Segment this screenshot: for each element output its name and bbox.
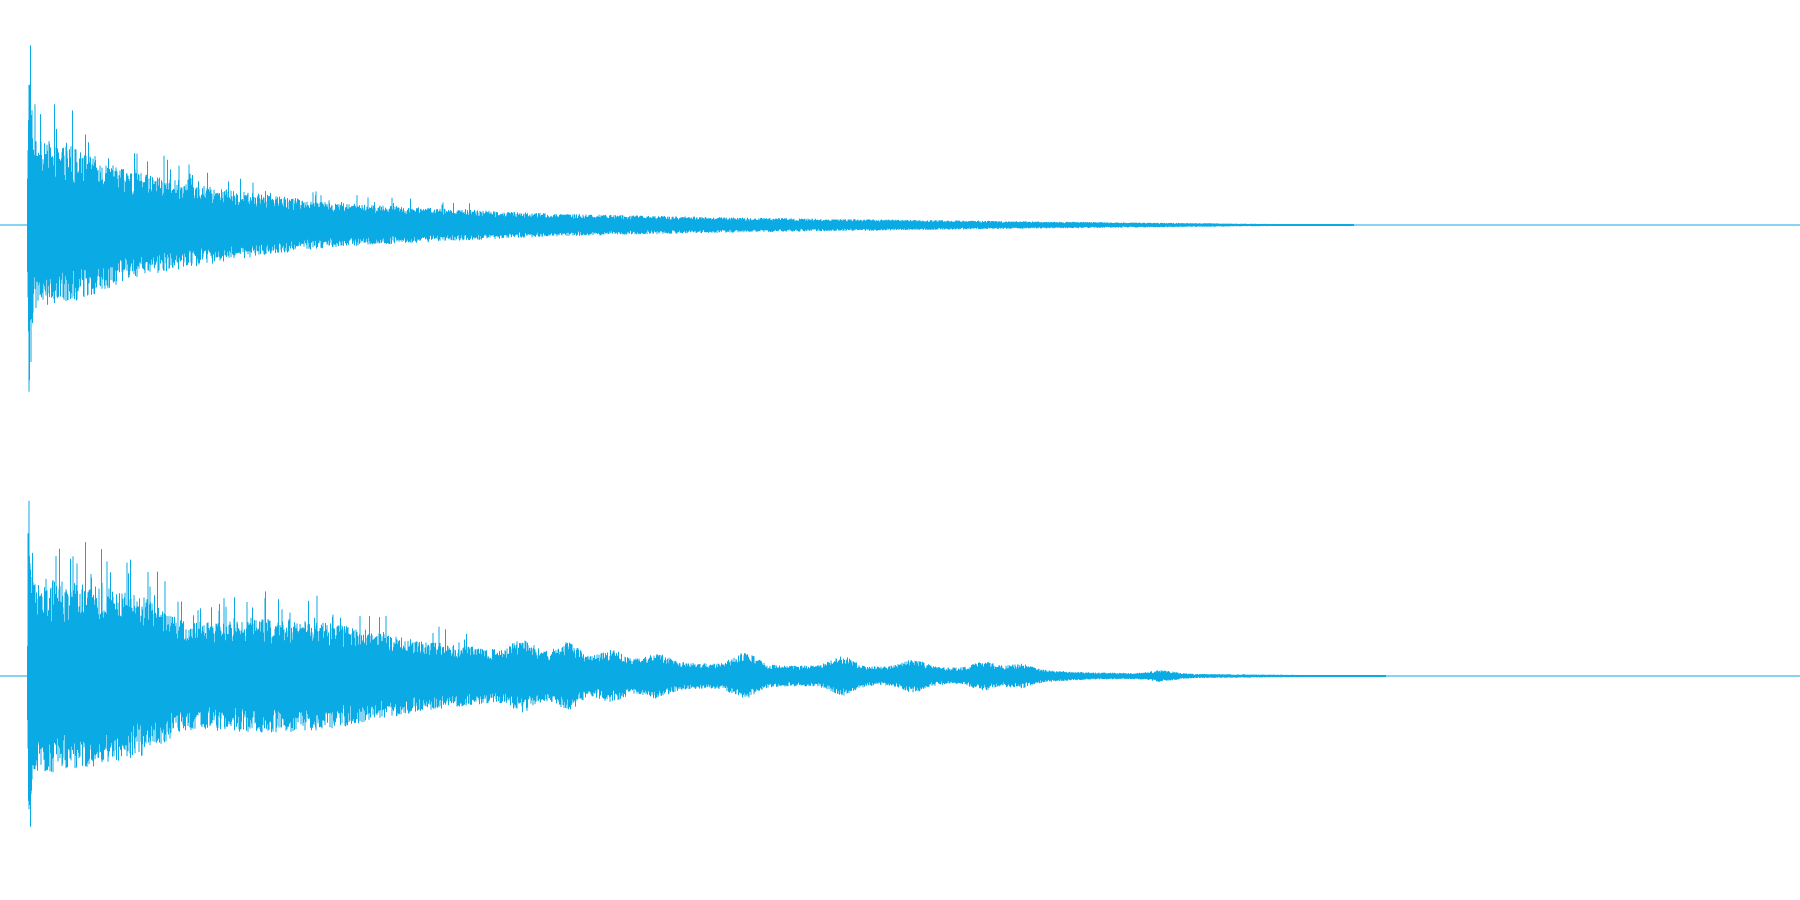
channel-2-waveform	[0, 500, 1800, 827]
waveform-trace	[27, 500, 1386, 827]
waveform-trace	[27, 45, 1354, 392]
channel-1-waveform	[0, 45, 1800, 392]
